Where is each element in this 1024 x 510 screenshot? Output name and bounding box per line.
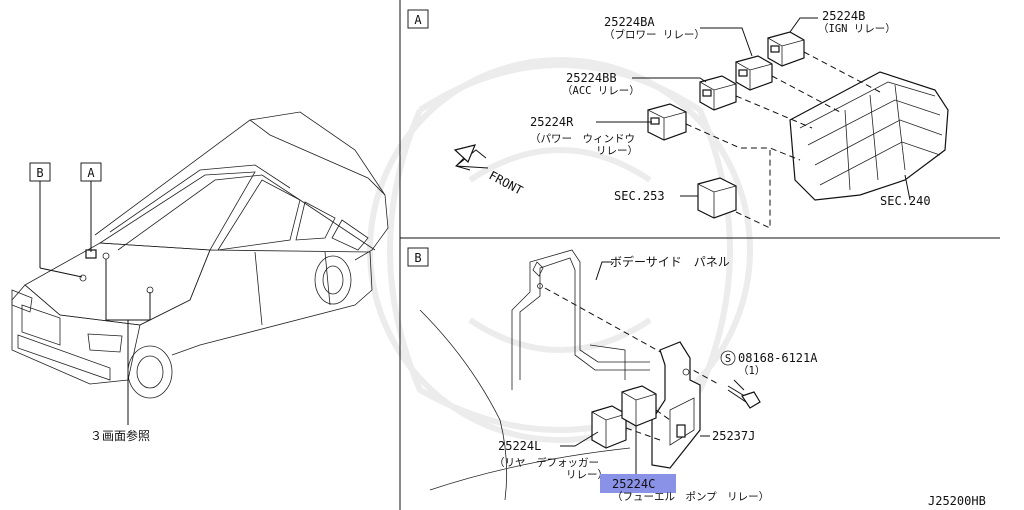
panel-a-tag bbox=[407, 9, 429, 29]
reference-note: ３画面参照 bbox=[90, 428, 150, 443]
label-25224ba: 25224BA bbox=[604, 15, 655, 29]
leader-body-panel bbox=[595, 261, 612, 281]
label-25224c[interactable]: 25224C bbox=[612, 477, 655, 491]
bolt-symbol: S bbox=[725, 353, 731, 365]
vehicle-illustration bbox=[11, 111, 389, 399]
relay-25224l bbox=[591, 405, 627, 449]
relay-25224c bbox=[621, 385, 657, 427]
bolt-icon bbox=[727, 385, 761, 409]
label-25224b: 25224B bbox=[822, 9, 865, 23]
note-25224l: （リヤ デフォッガー bbox=[494, 456, 599, 469]
relay-25224r bbox=[647, 103, 687, 141]
dash-relay-l bbox=[625, 427, 661, 441]
body-side-panel bbox=[419, 249, 650, 501]
diagram-id: J25200HB bbox=[928, 494, 986, 508]
label-sec253: SEC.253 bbox=[614, 189, 665, 203]
label-25224r: 25224R bbox=[530, 115, 574, 129]
label-body-panel: ボデーサイド パネル bbox=[610, 254, 730, 269]
note-25224r-2: リレー） bbox=[596, 145, 638, 157]
note-25224c: （フューエル ポンプ リレー） bbox=[612, 491, 769, 503]
label-25237j: 25237J bbox=[712, 429, 755, 443]
panel-a-tag-label: A bbox=[414, 13, 422, 27]
note-25224bb: （ACC リレー） bbox=[562, 85, 640, 97]
label-bolt-qty: （1） bbox=[738, 365, 765, 377]
bracket-25237j bbox=[651, 341, 701, 469]
note-25224l-2: リレー） bbox=[566, 469, 608, 481]
note-25224b: （IGN リレー） bbox=[818, 23, 896, 35]
dash-bolt-line bbox=[544, 287, 721, 386]
note-25224r: （パワー ウィンドウ bbox=[530, 133, 635, 145]
label-25224bb: 25224BB bbox=[566, 71, 617, 85]
relay-sec253 bbox=[697, 177, 737, 219]
relay-25224b bbox=[767, 31, 805, 67]
callout-b-label: B bbox=[36, 166, 43, 180]
front-arrow-icon bbox=[453, 144, 489, 171]
reference-bracket bbox=[105, 259, 151, 321]
relay-box-sec240 bbox=[789, 71, 949, 201]
callout-a-label: A bbox=[87, 166, 95, 180]
label-bolt: 08168-6121A bbox=[738, 351, 818, 365]
bolt-symbol-circle bbox=[720, 350, 736, 366]
relay-25224ba bbox=[735, 55, 773, 91]
leader-25224l bbox=[560, 431, 599, 447]
front-label: FRONT bbox=[487, 168, 525, 197]
label-25224l: 25224L bbox=[498, 439, 541, 453]
label-sec240: SEC.240 bbox=[880, 194, 931, 208]
relay-25224bb bbox=[699, 75, 737, 111]
dash-25224b bbox=[803, 51, 881, 93]
panel-b-tag bbox=[407, 247, 429, 267]
highlight-25224c[interactable] bbox=[600, 474, 676, 493]
relay-marker-b bbox=[79, 274, 87, 282]
leader-bolt bbox=[733, 379, 745, 391]
panel-b-tag-label: B bbox=[414, 251, 421, 265]
note-25224ba: （ブロワー リレー） bbox=[604, 28, 705, 41]
